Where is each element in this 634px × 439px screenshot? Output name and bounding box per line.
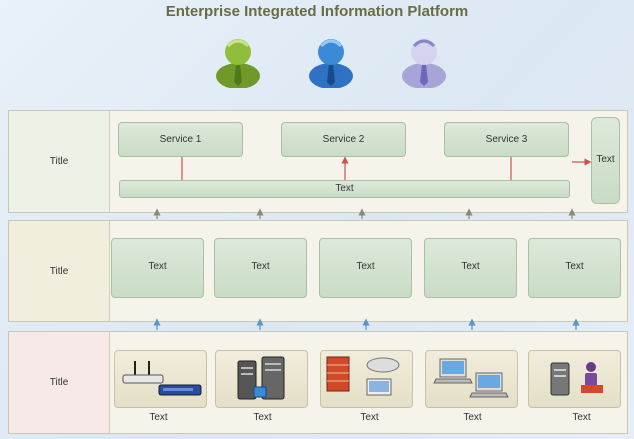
device-label-2: Text: [253, 412, 272, 423]
device-layer-label: Title: [9, 332, 110, 433]
middle-layer-label: Title: [9, 221, 110, 321]
service-layer-label: Title: [9, 111, 110, 212]
device-label-4: Text: [463, 412, 482, 423]
server-rack-icon: [237, 356, 285, 400]
side-text-box[interactable]: Text: [591, 117, 620, 204]
wireless-router-icon: [122, 361, 202, 396]
middle-box-2[interactable]: Text: [214, 238, 307, 298]
middle-layer-band: Title: [8, 220, 628, 322]
service-2-box[interactable]: Service 2: [281, 122, 406, 157]
device-box-3[interactable]: [320, 350, 413, 408]
server-user-icon: [550, 362, 603, 396]
device-box-2[interactable]: [215, 350, 308, 408]
diagram-title: Enterprise Integrated Information Platfo…: [165, 3, 469, 20]
middle-box-1[interactable]: Text: [111, 238, 204, 298]
middle-box-4[interactable]: Text: [424, 238, 517, 298]
middle-box-3[interactable]: Text: [319, 238, 412, 298]
device-label-5: Text: [572, 412, 591, 423]
firewall-computer-icon: [326, 356, 400, 396]
integration-bar[interactable]: Text: [119, 180, 570, 198]
device-label-1: Text: [149, 412, 168, 423]
device-box-1[interactable]: [114, 350, 207, 408]
device-box-4[interactable]: [425, 350, 518, 408]
user-green-icon: [216, 39, 260, 88]
service-1-box[interactable]: Service 1: [118, 122, 243, 157]
user-purple-icon: [402, 39, 446, 88]
user-blue-icon: [309, 39, 353, 88]
device-label-3: Text: [360, 412, 379, 423]
device-box-5[interactable]: [528, 350, 621, 408]
middle-box-5[interactable]: Text: [528, 238, 621, 298]
service-3-box[interactable]: Service 3: [444, 122, 569, 157]
device-layer-band: Title: [8, 331, 628, 434]
networked-laptops-icon: [433, 358, 509, 398]
